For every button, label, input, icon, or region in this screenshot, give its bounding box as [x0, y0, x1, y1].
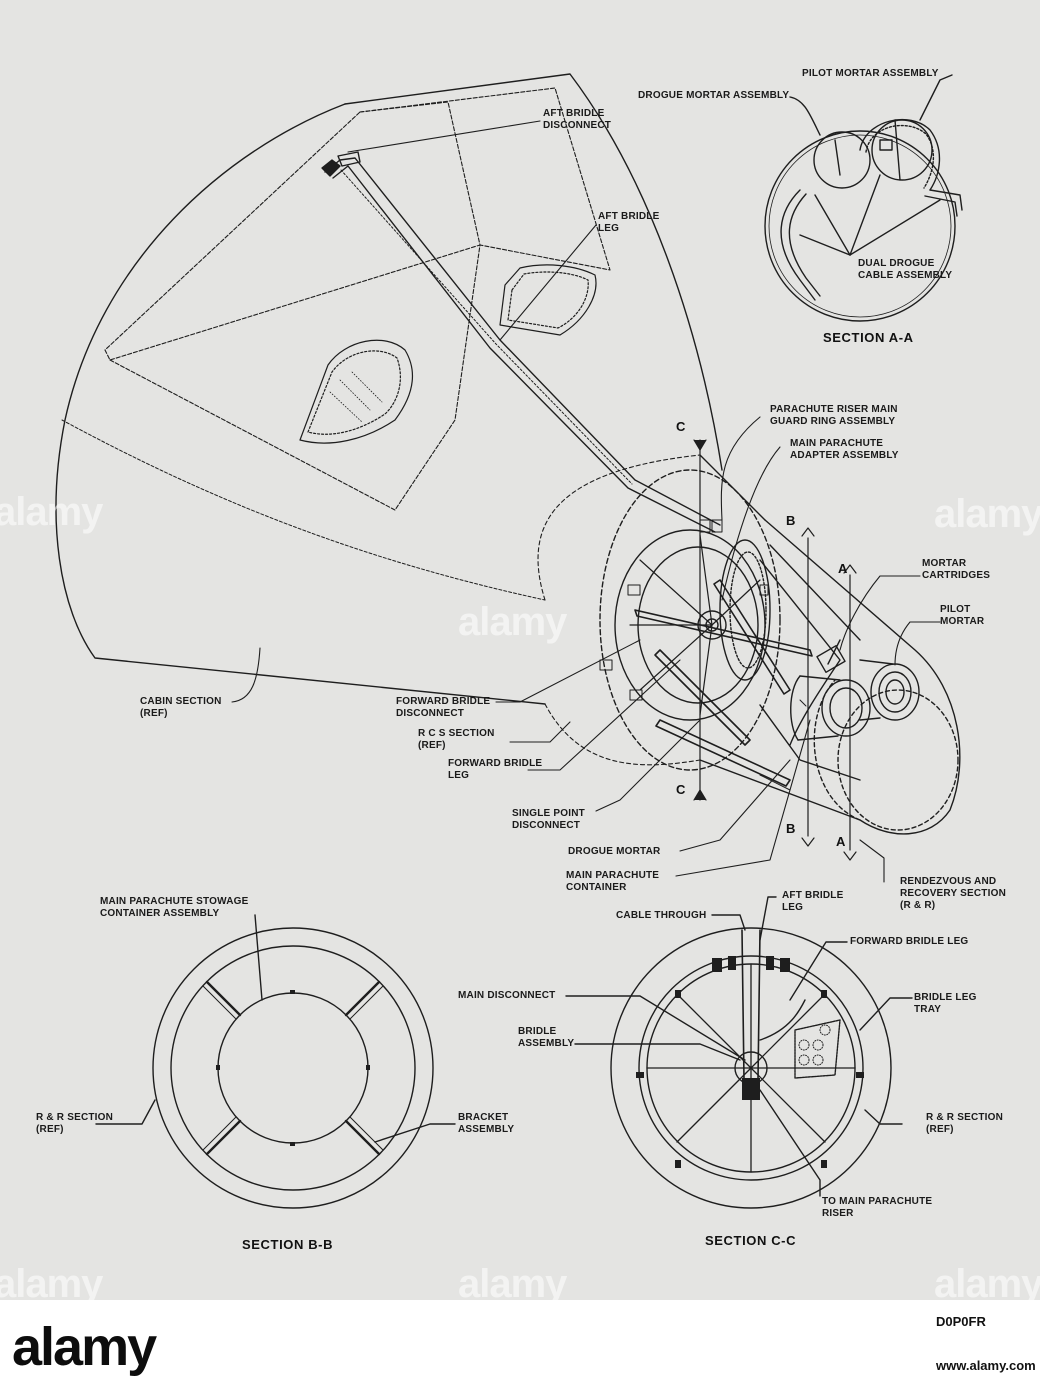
window-right — [499, 264, 597, 336]
cabin-section-outline — [55, 73, 723, 705]
watermark: alamy — [0, 490, 103, 534]
drogue-mortar-assembly — [790, 639, 871, 741]
cut-marker-a-bottom: A — [836, 834, 846, 849]
image-id: D0P0FR — [936, 1314, 986, 1329]
section-aa-title: SECTION A-A — [823, 330, 914, 345]
cut-marker-b-bottom: B — [786, 821, 796, 836]
drogue-mortar-assembly-label: DROGUE MORTAR ASSEMBLY — [638, 90, 790, 101]
watermark: alamy — [458, 600, 567, 644]
section-aa-drawing — [764, 74, 963, 322]
section-cc-title: SECTION C-C — [705, 1233, 797, 1248]
watermark: alamy — [934, 1262, 1040, 1306]
section-bb-title: SECTION B-B — [242, 1237, 334, 1252]
drogue-mortar-label: DROGUE MORTAR — [568, 846, 661, 857]
aft-bridle-leg — [321, 151, 721, 533]
rr-section-cc-label: R & R SECTION(REF) — [926, 1112, 1004, 1135]
rcs-section-label: R C S SECTION(REF) — [418, 728, 495, 751]
cutting-plane-c — [693, 439, 707, 801]
forward-bridle-struts — [634, 579, 813, 787]
window-left — [299, 339, 413, 444]
pilot-mortar-assembly-label: PILOT MORTAR ASSEMBLY — [802, 68, 939, 79]
cut-marker-b-top: B — [786, 513, 796, 528]
cut-marker-a-top: A — [838, 561, 848, 576]
hatch-panels — [104, 87, 611, 511]
cable-through-label: CABLE THROUGH — [616, 910, 707, 921]
cut-marker-c-bottom: C — [676, 782, 686, 797]
cutting-plane-b — [801, 527, 815, 847]
forward-bridle-leg-cc-label: FORWARD BRIDLE LEG — [850, 936, 969, 947]
parachute-system-drawing — [55, 73, 963, 1209]
site-url: www.alamy.com — [936, 1358, 1036, 1373]
cut-marker-c-top: C — [676, 419, 686, 434]
section-bb-drawing — [95, 914, 456, 1209]
cabin-section-label: CABIN SECTION(REF) — [140, 696, 222, 719]
section-cc-drawing — [565, 896, 913, 1209]
main-parachute-container — [759, 544, 861, 781]
leader-lines — [231, 120, 941, 883]
alamy-logo: alamy — [12, 1317, 157, 1377]
rcs-section-outline — [537, 454, 781, 771]
stock-footer: alamy D0P0FR www.alamy.com — [0, 1300, 1040, 1390]
watermark: alamy — [0, 1262, 103, 1306]
watermark: alamy — [458, 1262, 567, 1306]
watermark: alamy — [934, 492, 1040, 536]
cutting-plane-a — [843, 564, 857, 861]
main-disconnect-label: MAIN DISCONNECT — [458, 990, 556, 1001]
rr-section-bb-label: R & R SECTION(REF) — [36, 1112, 114, 1135]
